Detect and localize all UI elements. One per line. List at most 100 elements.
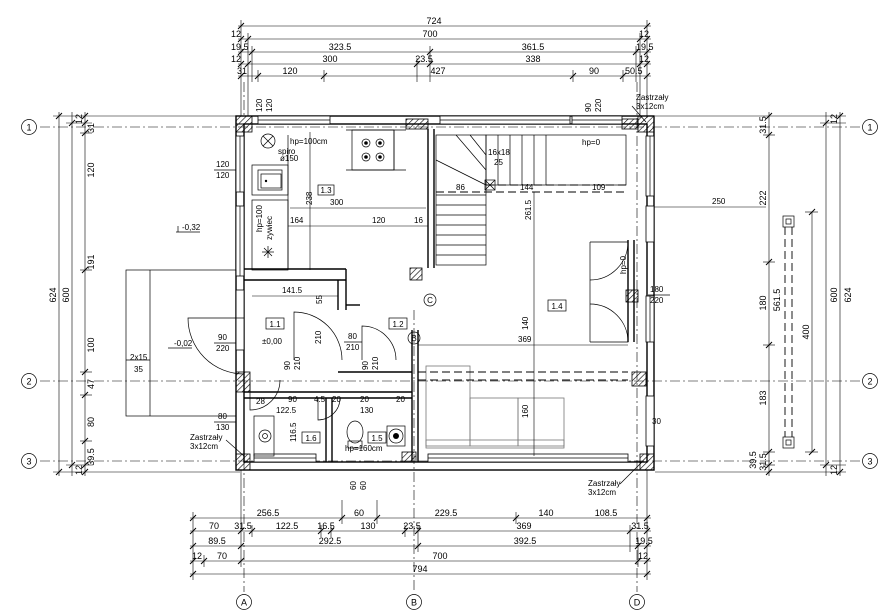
dim-right-180: 180: [758, 295, 768, 310]
dim-top-235: 23.5: [415, 54, 433, 64]
axis-col-b: B: [411, 598, 417, 608]
dim-top-90: 90: [589, 66, 599, 76]
dim-in-130b: 130: [216, 423, 230, 432]
dim-in-210c: 210: [314, 330, 323, 344]
dim-in-20a: 20: [332, 395, 341, 404]
dim-in-160: 160: [521, 404, 530, 418]
dim-left-80: 80: [86, 417, 96, 427]
dim-in-16: 16: [414, 216, 423, 225]
dim-in-90e: 90: [288, 395, 297, 404]
dim-in-60a: 60: [349, 481, 358, 490]
label-zastrzaly-tr: Zastrzały: [636, 93, 668, 102]
staircase: 16x18 25: [435, 134, 627, 266]
annotations: hp=100cm spiro ø150 hp=0 hp=0 hp=100 zyw…: [130, 93, 668, 497]
dim-in-20b: 20: [360, 395, 369, 404]
dim-in-1225: 122.5: [276, 406, 297, 415]
dim-right-12a: 12: [829, 114, 839, 124]
dim-bottom-12a: 12: [192, 551, 202, 561]
dim-top-3235: 323.5: [329, 42, 352, 52]
dim-bottom-1085: 108.5: [595, 508, 618, 518]
room-1-3: 1.3: [320, 186, 332, 195]
label-hp100-vert: hp=100: [255, 205, 264, 232]
dim-in-369: 369: [518, 335, 532, 344]
dim-in-120e: 120: [372, 216, 386, 225]
furniture: [125, 129, 628, 457]
dim-bottom-369: 369: [516, 521, 531, 531]
dim-in-140: 140: [521, 316, 530, 330]
dim-in-220c: 220: [650, 296, 664, 305]
dim-top-505: 50.5: [625, 66, 643, 76]
dim-top-3615: 361.5: [522, 42, 545, 52]
label-zastrzaly-br: Zastrzały: [588, 479, 620, 488]
dim-in-90c: 90: [283, 361, 292, 370]
dim-in-20c: 20: [396, 395, 405, 404]
level-minus-002: -0,02: [174, 339, 193, 348]
dim-bottom-70a: 70: [209, 521, 219, 531]
bottom-dimension-chains: 256.5 60 229.5 140 108.5 70 31.5 122.5 1…: [189, 470, 653, 580]
dim-left-31: 31: [86, 123, 96, 133]
label-zywiec: zywiec: [265, 216, 274, 240]
dim-top-r2-12b: 12: [639, 29, 649, 39]
level-000: ±0,00: [262, 337, 283, 346]
axis-b-marker: B: [411, 334, 416, 343]
room-1-1: 1.1: [269, 320, 281, 329]
axis-row-1-left: 1: [26, 123, 31, 133]
dim-top-427: 427: [430, 66, 445, 76]
dim-in-250: 250: [712, 197, 726, 206]
dim-bottom-895: 89.5: [208, 536, 226, 546]
dim-in-210b: 210: [293, 356, 302, 370]
label-zastrzaly-bl-size: 3x12cm: [190, 442, 218, 451]
stairs-spec-2: 25: [494, 158, 503, 167]
dim-bottom-165: 16.5: [317, 521, 335, 531]
label-hp160: hp=160cm: [345, 444, 383, 453]
dim-bottom-3925: 392.5: [514, 536, 537, 546]
top-dimension-chains: 724 12 700 12 19.5 323.5 361.5 19.5 12 3…: [231, 16, 654, 118]
dim-bottom-235: 23.5: [403, 521, 421, 531]
dim-in-90b: 90: [218, 333, 227, 342]
label-hp100: hp=100cm: [290, 137, 328, 146]
dim-in-2615: 261.5: [524, 199, 533, 220]
dim-in-90d: 90: [361, 361, 370, 370]
dim-bottom-794: 794: [412, 564, 427, 574]
label-zastrzaly-bl: Zastrzały: [190, 433, 222, 442]
dim-top-700: 700: [422, 29, 437, 39]
interior-dims: 120 120 90 220 120 120 300 238 164 120 1…: [214, 98, 766, 490]
step-label: 2x15: [130, 353, 148, 362]
axis-col-d: D: [634, 598, 641, 608]
dim-in-28: 28: [256, 397, 265, 406]
dim-top-120: 120: [282, 66, 297, 76]
dim-in-120d: 120: [216, 171, 230, 180]
dim-right-315b: 31.5: [758, 453, 768, 471]
dim-in-80b: 80: [218, 412, 227, 421]
label-zastrzaly-br-size: 3x12cm: [588, 488, 616, 497]
dim-left-395: 39.5: [86, 448, 96, 466]
dim-left-600: 600: [61, 287, 71, 302]
room-labels: 1.3 1.4 1.1 1.2 1.6 1.5: [265, 184, 567, 444]
room-1-4: 1.4: [551, 302, 563, 311]
dim-left-12b: 12: [74, 465, 84, 475]
dim-right-315a: 31.5: [758, 116, 768, 134]
axis-row-2-right: 2: [867, 377, 872, 387]
dim-in-220b: 220: [216, 344, 230, 353]
dim-left-624: 624: [48, 287, 58, 302]
dim-top-338: 338: [525, 54, 540, 64]
dim-top-r4-12a: 12: [231, 54, 241, 64]
dim-left-47: 47: [86, 379, 96, 389]
dim-left-100: 100: [86, 337, 96, 352]
dim-top-r4-12b: 12: [639, 54, 649, 64]
level-minus-032: -0,32: [182, 223, 201, 232]
dim-in-90a: 90: [584, 103, 593, 112]
label-phi150: ø150: [280, 154, 299, 163]
step-label-2: 35: [134, 365, 143, 374]
dim-bottom-60: 60: [354, 508, 364, 518]
dim-bottom-2295: 229.5: [435, 508, 458, 518]
dim-left-191: 191: [86, 254, 96, 269]
dim-in-300: 300: [330, 198, 344, 207]
left-dimension-chains: 624 600 12 31 120 191 100 47 80 39.5 12: [48, 112, 240, 476]
right-dimension-chains: 31.5 222 180 183 39.5 31.5 400 561.5 600…: [655, 112, 853, 476]
dim-right-222: 222: [758, 190, 768, 205]
dim-in-220a: 220: [594, 98, 603, 112]
dim-right-400: 400: [801, 324, 811, 339]
room-1-5: 1.5: [371, 434, 383, 443]
